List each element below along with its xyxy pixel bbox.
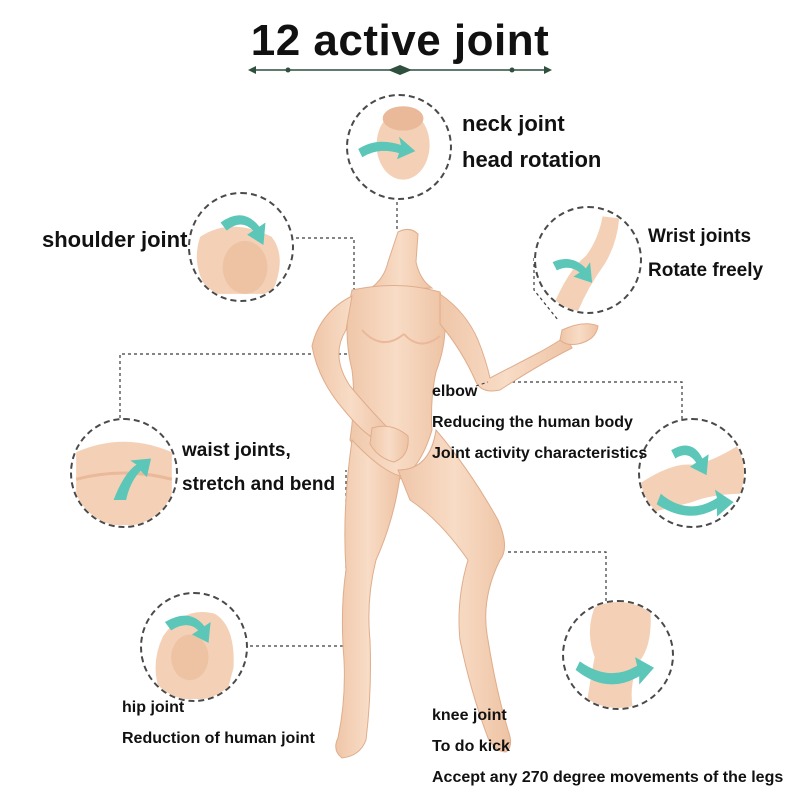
neck-joint-text: neck joint [462, 111, 565, 136]
neck-joint-label: neck joint head rotation [462, 106, 601, 178]
rotation-arrow-icon [575, 657, 655, 685]
elbow-activity-text: Joint activity characteristics [432, 445, 648, 462]
page-title: 12 active joint [250, 16, 550, 65]
hip-desc-text: Reduction of human joint [122, 730, 315, 747]
hip-joint-circle [140, 592, 248, 702]
rotation-arrow-icon [552, 259, 593, 283]
wrist-rotate-text: Rotate freely [648, 260, 764, 281]
rotation-arrow-icon [671, 445, 709, 476]
elbow-joint-circle [638, 418, 746, 528]
elbow-text: elbow [432, 383, 478, 400]
neck-joint-circle [346, 94, 452, 200]
hip-joint-label: hip joint Reduction of human joint [122, 692, 315, 754]
rotation-arrow-icon [113, 458, 152, 501]
shoulder-joint-text: shoulder joint [42, 227, 188, 252]
waist-joint-text: waist joints, [182, 440, 291, 461]
elbow-joint-label: elbow Reducing the human body Joint acti… [432, 376, 647, 469]
knee-joint-text: knee joint [432, 707, 507, 724]
title-ornament-icon [248, 65, 552, 75]
rotation-arrow-icon [164, 615, 211, 643]
elbow-desc-text: Reducing the human body [432, 414, 633, 431]
knee-joint-circle [562, 600, 674, 710]
knee-movement-text: Accept any 270 degree movements of the l… [432, 769, 784, 786]
shoulder-joint-circle [188, 192, 294, 302]
shoulder-joint-label: shoulder joint [42, 222, 187, 258]
hip-joint-text: hip joint [122, 699, 185, 716]
rotation-arrow-icon [220, 215, 266, 245]
rotation-arrow-icon [358, 136, 416, 160]
knee-kick-text: To do kick [432, 738, 510, 755]
waist-joint-label: waist joints, stretch and bend [182, 434, 335, 502]
doll-body [311, 228, 599, 759]
wrist-joint-label: Wrist joints Rotate freely [648, 220, 763, 288]
wrist-joint-circle [534, 206, 642, 314]
waist-joint-circle [70, 418, 178, 528]
knee-joint-label: knee joint To do kick Accept any 270 deg… [432, 700, 783, 793]
waist-stretch-text: stretch and bend [182, 474, 336, 495]
neck-rotation-text: head rotation [462, 147, 602, 172]
wrist-joint-text: Wrist joints [648, 226, 752, 247]
